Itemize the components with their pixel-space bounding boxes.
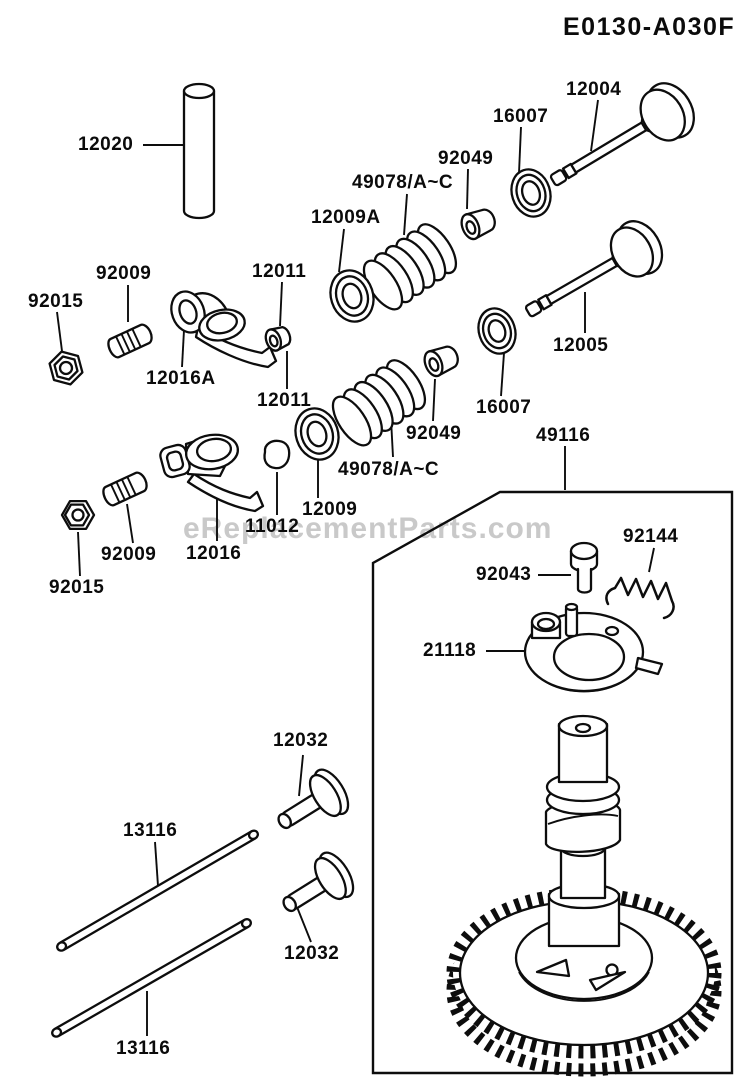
part-label-49078-b: 49078/A~C bbox=[338, 459, 440, 480]
lock-nut-1-drawing bbox=[48, 350, 84, 386]
camshaft-drawing bbox=[446, 714, 722, 1077]
part-label-13116-a: 13116 bbox=[123, 820, 178, 841]
part-label-12009A: 12009A bbox=[311, 207, 381, 228]
watermark-text: eReplacementParts.com bbox=[183, 512, 553, 545]
governor-spring-drawing bbox=[605, 576, 675, 620]
stem-cap-drawing bbox=[264, 325, 292, 352]
part-label-13116-b: 13116 bbox=[116, 1038, 171, 1059]
spring-retainer-2-drawing bbox=[294, 407, 340, 461]
part-label-12032-a: 12032 bbox=[273, 730, 329, 751]
valve-spring-2-drawing bbox=[331, 359, 427, 447]
spring-seal-1-drawing bbox=[510, 168, 552, 218]
spring-seal-2-drawing bbox=[477, 307, 517, 355]
part-label-12032-b: 12032 bbox=[284, 943, 340, 964]
tappet-2-drawing bbox=[282, 851, 355, 913]
intake-valve-drawing bbox=[549, 82, 695, 187]
part-label-92144: 92144 bbox=[623, 526, 679, 547]
adjusting-screw-2-drawing bbox=[102, 471, 148, 507]
part-label-12005: 12005 bbox=[553, 335, 609, 356]
valve-spring-1-drawing bbox=[362, 223, 458, 311]
oil-seal-2-drawing bbox=[423, 345, 459, 378]
exhaust-valve-drawing bbox=[524, 220, 664, 318]
part-label-12016A: 12016A bbox=[146, 368, 216, 389]
part-label-12016: 12016 bbox=[186, 543, 242, 564]
part-label-16007-b: 16007 bbox=[476, 397, 532, 418]
part-label-12011-b: 12011 bbox=[257, 390, 312, 411]
part-label-11012: 11012 bbox=[245, 516, 300, 537]
tappet-1-drawing bbox=[277, 768, 350, 830]
pin-drawing bbox=[569, 541, 599, 594]
diagram-code-title: E0130-A030F bbox=[563, 13, 736, 41]
rocker-arm-2-drawing bbox=[159, 433, 265, 513]
part-label-92015-b: 92015 bbox=[49, 577, 105, 598]
part-label-92049-b: 92049 bbox=[406, 423, 462, 444]
cap-drawing bbox=[263, 439, 291, 470]
valve-guide-drawing bbox=[182, 82, 216, 220]
part-label-49078-a: 49078/A~C bbox=[352, 172, 454, 193]
part-label-12009: 12009 bbox=[302, 499, 358, 520]
oil-seal-1-drawing bbox=[460, 208, 496, 241]
part-label-92049-a: 92049 bbox=[438, 148, 494, 169]
lock-nut-2-drawing bbox=[60, 499, 96, 531]
part-label-49116: 49116 bbox=[536, 425, 591, 446]
assembly-box bbox=[371, 490, 734, 1075]
part-label-16007-a: 16007 bbox=[493, 106, 549, 127]
part-label-92009-a: 92009 bbox=[96, 263, 152, 284]
part-label-21118: 21118 bbox=[423, 640, 477, 661]
governor-plate-drawing bbox=[523, 602, 664, 693]
part-label-12004: 12004 bbox=[566, 79, 622, 100]
part-label-92043: 92043 bbox=[476, 564, 532, 585]
leader-lines bbox=[56, 99, 655, 1036]
push-rod-2-drawing bbox=[51, 918, 252, 1038]
rocker-arm-1-drawing bbox=[170, 290, 278, 369]
adjusting-screw-1-drawing bbox=[107, 323, 153, 359]
spring-retainer-1-drawing bbox=[329, 269, 375, 323]
part-label-12020: 12020 bbox=[78, 134, 134, 155]
part-label-92015-a: 92015 bbox=[28, 291, 84, 312]
part-label-92009-b: 92009 bbox=[101, 544, 157, 565]
part-label-12011-a: 12011 bbox=[252, 261, 307, 282]
push-rod-1-drawing bbox=[56, 829, 259, 952]
